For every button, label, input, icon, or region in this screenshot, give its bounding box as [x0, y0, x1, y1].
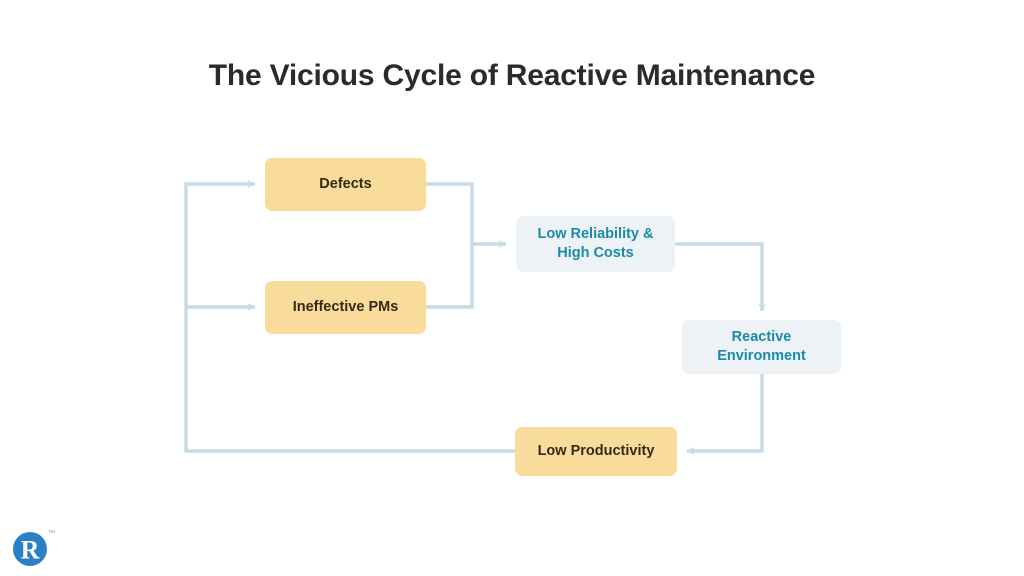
node-low-reliability-line2: High Costs: [557, 245, 634, 261]
node-low-reliability-high-costs[interactable]: Low Reliability & High Costs: [516, 216, 675, 272]
node-low-reliability-line1: Low Reliability &: [537, 226, 654, 243]
edge-low-productivity-to-defects: [184, 180, 515, 453]
node-low-productivity-label: Low Productivity: [537, 443, 655, 460]
edge-defects-to-junction: [426, 182, 474, 244]
edge-reactive-environment-to-low-productivity: [686, 374, 764, 455]
trademark-symbol: ™: [48, 530, 55, 537]
node-reactive-environment-label: Reactive Environment: [717, 328, 806, 365]
brand-logo-icon: R: [13, 532, 47, 566]
svg-text:R: R: [21, 536, 40, 565]
node-reactive-environment[interactable]: Reactive Environment: [682, 320, 841, 374]
node-reactive-environment-line2: Environment: [717, 348, 806, 364]
brand-logo: R ™: [12, 529, 58, 569]
node-ineffective-pms-label: Ineffective PMs: [292, 299, 399, 316]
node-ineffective-pms[interactable]: Ineffective PMs: [265, 281, 426, 334]
node-low-productivity[interactable]: Low Productivity: [515, 427, 677, 476]
node-reactive-environment-line1: Reactive: [731, 329, 792, 346]
page-title: The Vicious Cycle of Reactive Maintenanc…: [208, 59, 816, 92]
node-defects[interactable]: Defects: [265, 158, 426, 211]
edge-ineffective-pms-to-junction: [426, 244, 474, 309]
node-defects-label: Defects: [319, 176, 372, 193]
node-low-reliability-label: Low Reliability & High Costs: [537, 225, 653, 262]
edge-low-reliability-to-reactive-environment: [675, 242, 766, 312]
